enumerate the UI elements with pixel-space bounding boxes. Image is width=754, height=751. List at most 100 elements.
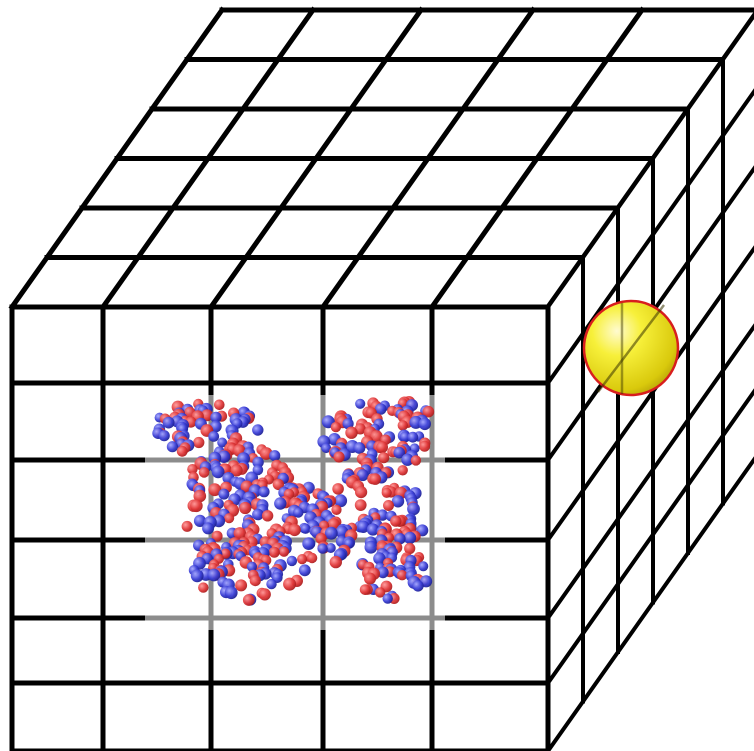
atom-red <box>396 570 408 581</box>
atom-red <box>397 465 408 476</box>
atom-red <box>288 523 301 537</box>
atom-red <box>242 594 255 606</box>
atom-blue <box>210 411 222 424</box>
atom-blue <box>366 523 379 536</box>
atom-red <box>419 440 431 452</box>
atom-blue <box>418 417 431 431</box>
atom-blue <box>286 555 298 567</box>
atom-blue <box>274 497 287 510</box>
atom-red <box>214 399 225 411</box>
atom-blue <box>224 586 238 600</box>
atom-blue <box>401 453 414 466</box>
atom-red <box>359 584 371 595</box>
atom-red <box>297 554 308 565</box>
atom-blue <box>317 543 328 554</box>
atom-red <box>404 542 416 555</box>
atom-blue <box>355 398 366 409</box>
atom-red <box>381 487 392 498</box>
atom-red <box>176 445 188 457</box>
yellow-probe-sphere <box>582 299 680 397</box>
atom-red <box>376 441 388 454</box>
atom-red <box>272 478 285 491</box>
atom-red <box>331 504 342 515</box>
sphere-grid-line <box>597 304 665 393</box>
atom-blue <box>193 514 207 528</box>
atom-blue <box>208 431 220 442</box>
atom-blue <box>324 526 338 540</box>
atom-red <box>261 510 274 522</box>
atom-red <box>278 546 290 557</box>
atom-red <box>410 455 422 466</box>
atom-red <box>332 483 344 495</box>
atom-blue <box>407 502 420 516</box>
atom-red <box>190 499 203 513</box>
atom-red <box>283 577 297 591</box>
atom-red <box>329 555 342 569</box>
atom-blue <box>353 442 366 454</box>
atom-blue <box>325 543 336 553</box>
cube-top-face <box>8 6 754 311</box>
atom-red <box>233 527 246 540</box>
atom-blue <box>266 578 277 590</box>
atom-blue <box>342 418 354 430</box>
atom-blue <box>321 443 332 454</box>
atom-blue <box>207 568 221 582</box>
atom-red <box>239 501 252 515</box>
atom-blue <box>357 520 370 533</box>
atom-blue <box>377 566 389 579</box>
atom-red <box>422 405 435 418</box>
atom-red <box>383 500 394 511</box>
atom-blue <box>373 552 386 565</box>
atom-blue <box>202 522 215 535</box>
atom-blue <box>364 540 378 554</box>
atom-blue <box>399 431 411 443</box>
atom-red <box>268 546 280 558</box>
atom-blue <box>293 507 304 518</box>
atom-blue <box>246 561 257 572</box>
atom-blue <box>298 564 311 577</box>
atom-red <box>208 483 222 497</box>
atom-blue <box>190 569 204 583</box>
atom-blue <box>211 465 225 479</box>
atom-red <box>378 452 390 464</box>
atom-blue <box>300 523 311 534</box>
atom-red <box>198 467 210 478</box>
atom-red <box>181 520 193 532</box>
atom-red <box>315 532 327 545</box>
atom-blue <box>162 416 175 429</box>
atom-blue <box>334 494 348 508</box>
atom-red <box>330 421 342 433</box>
atom-blue <box>217 437 228 448</box>
atom-red <box>369 473 382 485</box>
atom-red <box>230 464 243 477</box>
atom-red <box>390 515 402 527</box>
atom-blue <box>252 464 264 476</box>
atom-blue <box>252 424 264 436</box>
atom-blue <box>252 456 264 468</box>
atom-red <box>397 420 408 431</box>
atom-red <box>364 572 376 585</box>
atom-red <box>193 436 205 449</box>
atom-blue <box>302 537 316 550</box>
atom-blue <box>252 508 264 521</box>
atom-red <box>258 588 271 601</box>
atom-blue <box>403 531 417 545</box>
atom-blue <box>269 450 281 462</box>
atom-blue <box>382 593 393 604</box>
atom-red <box>249 575 261 587</box>
atom-blue <box>166 441 178 453</box>
atom-red <box>187 464 198 475</box>
atom-blue <box>356 469 369 482</box>
atom-blue <box>258 486 270 498</box>
atom-red <box>306 552 318 564</box>
atom-red <box>355 486 368 499</box>
atom-blue <box>218 488 230 500</box>
atom-red <box>224 513 235 524</box>
protein-molecule-cluster <box>152 396 435 606</box>
atom-blue <box>418 561 429 572</box>
atom-red <box>375 587 386 598</box>
atom-red <box>201 409 213 422</box>
atom-blue <box>391 495 405 508</box>
